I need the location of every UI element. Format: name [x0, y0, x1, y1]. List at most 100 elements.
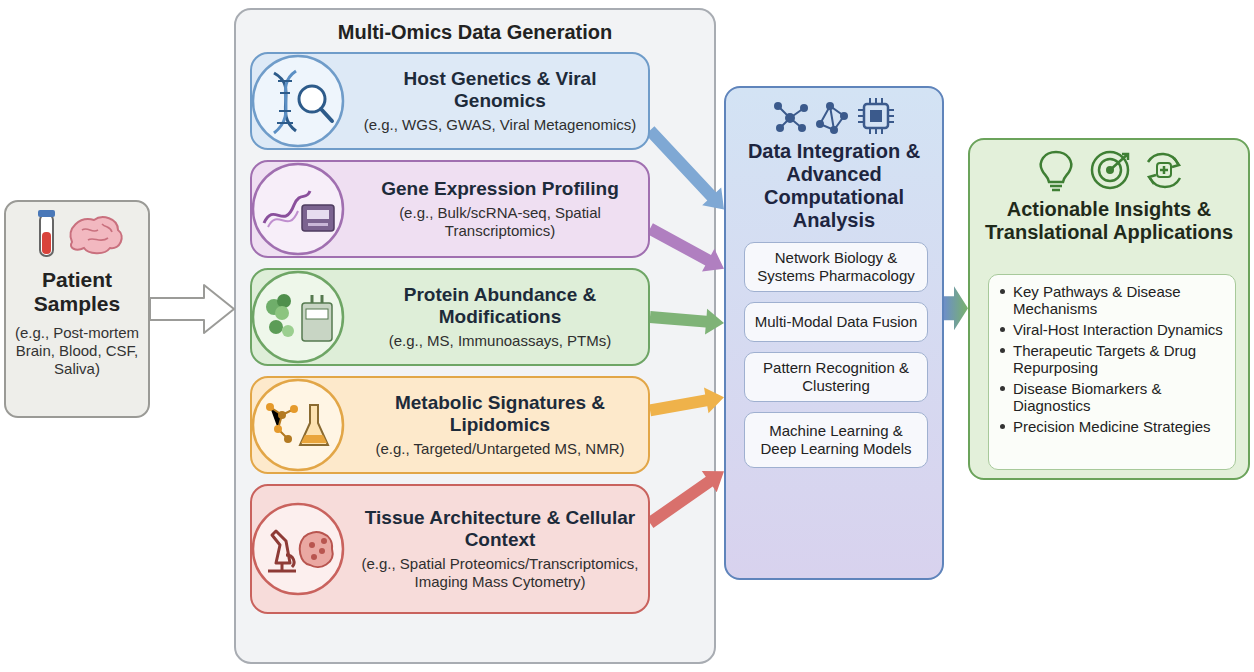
tissue-icon-part: [309, 542, 315, 548]
sample-icons-part: [42, 232, 51, 254]
method-box: Multi-Modal Data Fusion: [744, 302, 928, 342]
box-heading: Metabolic Signatures & Lipidomics: [360, 392, 640, 436]
insight-icons-part: [1157, 163, 1171, 177]
method-box: Pattern Recognition & Clustering: [744, 352, 928, 402]
proteomics-icon-part: [275, 306, 289, 320]
box-heading: Pattern Recognition & Clustering: [753, 359, 919, 395]
bullet-dot: [1000, 386, 1005, 391]
genomics-icon-part: [321, 109, 332, 121]
box-heading: Protein Abundance & Modifications: [360, 284, 640, 328]
bullet-dot: [1000, 327, 1005, 332]
metabolomics-icon-part: [270, 407, 294, 439]
box-note: (e.g., Spatial Proteomics/Transcriptomic…: [360, 555, 640, 591]
compute-icons-part: [820, 106, 844, 130]
genomics-icon: [250, 53, 350, 149]
insight-icons: [1036, 148, 1184, 192]
metabolomics-icon-part: [301, 435, 327, 443]
proteomics-icon-part: [277, 294, 291, 308]
tissue-icon: [250, 501, 350, 597]
box-heading: Network Biology & Systems Pharmacology: [753, 249, 919, 285]
data-arrow: [647, 223, 724, 271]
list-item: Therapeutic Targets & Drug Repurposing: [1013, 342, 1227, 376]
insight-icons-part: [1050, 186, 1062, 190]
box-note: (e.g., Bulk/scRNA-seq, Spatial Transcrip…: [360, 204, 640, 240]
transcriptomics-icon-part: [253, 164, 343, 254]
compute-icons-part: [798, 124, 806, 132]
outcome-box: Actionable Insights & Translational Appl…: [968, 138, 1250, 480]
compute-icons-part: [864, 104, 888, 128]
panel-frame: [235, 9, 715, 663]
proteomics-icon-part: [253, 272, 343, 362]
insight-icons-part: [1041, 152, 1071, 182]
list-item: Disease Biomarkers & Diagnostics: [1013, 380, 1227, 414]
metabolomics-icon-part: [284, 435, 292, 443]
data-arrow: [649, 388, 724, 417]
tissue-icon-part: [268, 531, 296, 571]
transcriptomics-icon: [250, 161, 350, 257]
metabolomics-icon: [250, 377, 350, 473]
transcriptomics-icon-part: [268, 211, 298, 227]
box-heading: Multi-Omics Data Generation: [234, 20, 716, 44]
compute-icons-part: [840, 112, 848, 120]
box-heading: Tissue Architecture & Cellular Context: [360, 507, 640, 551]
genomics-icon-part: [253, 56, 343, 146]
omics-box: Gene Expression Profiling(e.g., Bulk/scR…: [250, 160, 650, 258]
sample-icons-part: [38, 210, 55, 217]
metabolomics-icon-part: [274, 425, 282, 433]
tissue-icon-part: [311, 554, 317, 560]
tissue-icon-part: [286, 555, 294, 567]
omics-box: Metabolic Signatures & Lipidomics (e.g., …: [250, 376, 650, 474]
tissue-icon-part: [319, 548, 325, 554]
proteomics-icon-part: [312, 295, 322, 303]
genomics-icon-part: [274, 71, 296, 133]
transcriptomics-icon-part: [302, 205, 334, 231]
box-note: (e.g., Targeted/Untargeted MS, NMR): [360, 440, 640, 458]
tissue-icon-part: [253, 504, 343, 594]
proteomics-icon-part: [306, 309, 328, 319]
metabolomics-icon-part: [290, 405, 298, 413]
sample-box: Patient Samples(e.g., Post-mortem Brain,…: [4, 200, 150, 418]
omics-box: Host Genetics & Viral Genomics (e.g., WGS…: [250, 52, 650, 150]
outcome-list: Key Pathways & Disease MechanismsViral-H…: [988, 274, 1236, 470]
omics-box: Protein Abundance & Modifications(e.g., …: [250, 268, 650, 366]
bullet-dot: [1000, 424, 1005, 429]
insight-icons-part: [1148, 154, 1180, 187]
box-heading: Data Integration & Advanced Computationa…: [734, 140, 934, 232]
transcriptomics-icon-part: [308, 223, 328, 226]
box-note: (e.g., Post-mortem Brain, Blood, CSF, Sa…: [10, 324, 144, 378]
compute-icons-part: [816, 120, 824, 128]
sample-icons-part: [71, 217, 122, 253]
data-arrow: [647, 471, 724, 528]
compute-icons-part: [870, 110, 882, 122]
flow-arrow: [944, 286, 968, 330]
box-heading: Machine Learning & Deep Learning Models: [753, 422, 919, 458]
list-item: Key Pathways & Disease Mechanisms: [1013, 283, 1227, 317]
box-heading: Actionable Insights & Translational Appl…: [978, 198, 1240, 244]
compute-icons-part: [800, 104, 808, 112]
data-arrow: [646, 126, 724, 209]
compute-icons-part: [776, 124, 784, 132]
group-panel: Multi-Omics Data Generation Host Genetic…: [234, 8, 716, 664]
tissue-icon-part: [321, 538, 327, 544]
sample-icons: [22, 208, 132, 262]
bullet-dot: [1000, 289, 1005, 294]
box-heading: Host Genetics & Viral Genomics: [360, 68, 640, 112]
compute-icons: [772, 96, 896, 136]
list-item: Precision Medicine Strategies: [1013, 418, 1227, 435]
insight-icons-part: [1110, 154, 1128, 170]
compute-icons-part: [830, 126, 838, 134]
method-box: Network Biology & Systems Pharmacology: [744, 242, 928, 292]
method-box: Machine Learning & Deep Learning Models: [744, 412, 928, 468]
tissue-icon-part: [300, 532, 333, 567]
insight-icons-part: [1092, 152, 1128, 188]
box-note: (e.g., WGS, GWAS, Viral Metagenomics): [360, 116, 640, 134]
metabolomics-icon-part: [278, 411, 286, 419]
insight-icons-part: [1149, 158, 1179, 184]
genomics-icon-part: [277, 81, 293, 123]
insight-icons-part: [1160, 166, 1168, 174]
metabolomics-icon-part: [266, 403, 274, 411]
bullet-dot: [1000, 348, 1005, 353]
sample-icons-part: [82, 224, 112, 240]
list-item: Viral-Host Interaction Dynamics: [1013, 321, 1227, 338]
